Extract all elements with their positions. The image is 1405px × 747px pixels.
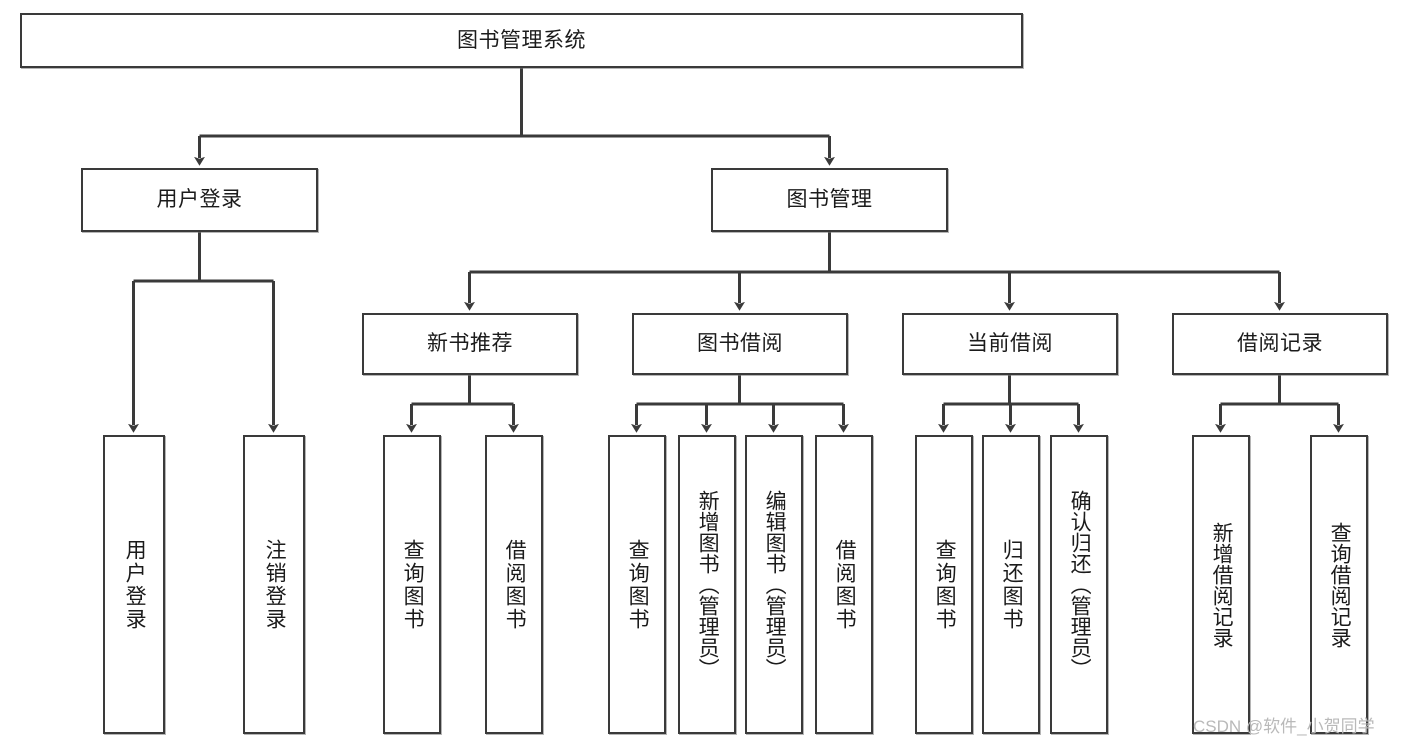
node-leaf-user-login[interactable]: 用户登录: [103, 435, 165, 734]
node-root[interactable]: 图书管理系统: [20, 13, 1023, 68]
node-leaf-edit-book-admin[interactable]: 编辑图书（管理员）: [745, 435, 803, 734]
node-current-borrow[interactable]: 当前借阅: [902, 313, 1118, 375]
node-book-borrow[interactable]: 图书借阅: [632, 313, 848, 375]
node-new-book-recommend[interactable]: 新书推荐: [362, 313, 578, 375]
node-leaf-query-book-borrow[interactable]: 查询图书: [608, 435, 666, 734]
node-leaf-add-book-admin[interactable]: 新增图书（管理员）: [678, 435, 736, 734]
node-leaf-add-borrow-record[interactable]: 新增借阅记录: [1192, 435, 1250, 734]
node-leaf-query-book-recommend[interactable]: 查询图书: [383, 435, 441, 734]
node-leaf-return-book[interactable]: 归还图书: [982, 435, 1040, 734]
node-leaf-query-borrow-record[interactable]: 查询借阅记录: [1310, 435, 1368, 734]
node-leaf-query-book-current[interactable]: 查询图书: [915, 435, 973, 734]
node-borrow-record[interactable]: 借阅记录: [1172, 313, 1388, 375]
node-leaf-borrow-book[interactable]: 借阅图书: [815, 435, 873, 734]
node-book-management[interactable]: 图书管理: [711, 168, 948, 232]
csdn-watermark: CSDN @软件_小贺同学: [1193, 717, 1375, 736]
node-leaf-borrow-book-recommend[interactable]: 借阅图书: [485, 435, 543, 734]
node-leaf-confirm-return-admin[interactable]: 确认归还（管理员）: [1050, 435, 1108, 734]
node-user-login[interactable]: 用户登录: [81, 168, 318, 232]
node-leaf-logout[interactable]: 注销登录: [243, 435, 305, 734]
